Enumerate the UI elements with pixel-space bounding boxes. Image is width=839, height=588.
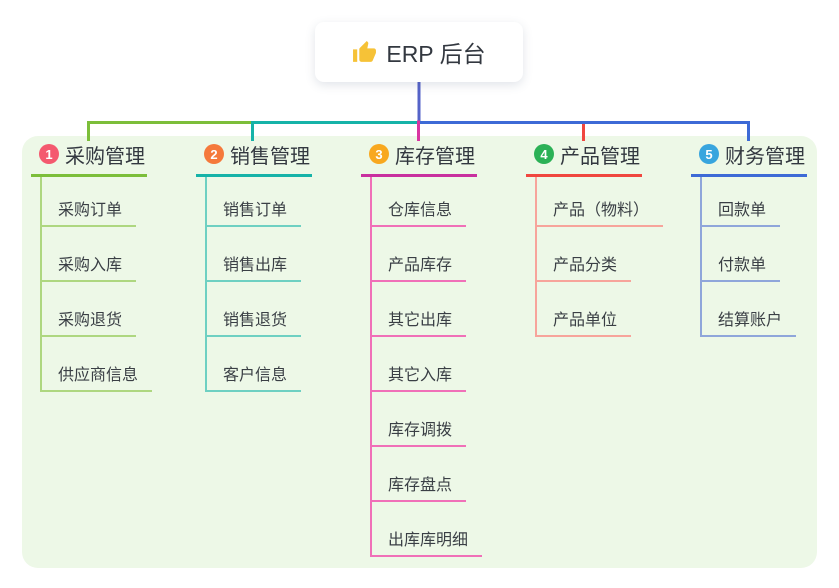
mindmap-child-node[interactable]: 产品库存	[372, 251, 467, 282]
child-row: 供应商信息	[42, 337, 153, 392]
branch-title: 库存管理	[395, 145, 475, 168]
child-row: 结算账户	[702, 282, 797, 337]
child-row: 产品（物料）	[537, 177, 664, 227]
branch-finance: 5 财务管理 回款单付款单结算账户	[691, 140, 839, 337]
mindmap-child-node[interactable]: 采购订单	[42, 196, 137, 227]
badge-4: 4	[534, 144, 554, 164]
badge-1: 1	[39, 144, 59, 164]
child-row: 客户信息	[207, 337, 302, 392]
mindmap-child-node[interactable]: 客户信息	[207, 361, 302, 392]
child-row: 产品库存	[372, 227, 482, 282]
branch-sales: 2 销售管理 销售订单销售出库销售退货客户信息	[196, 140, 366, 392]
mindmap-child-node[interactable]: 出库库明细	[372, 526, 483, 557]
mindmap-child-node[interactable]: 供应商信息	[42, 361, 153, 392]
branch-children: 仓库信息产品库存其它出库其它入库库存调拨库存盘点出库库明细	[370, 177, 483, 557]
canvas-panel	[22, 136, 817, 568]
mindmap-child-node[interactable]: 其它出库	[372, 306, 467, 337]
mindmap-child-node[interactable]: 产品单位	[537, 306, 632, 337]
mindmap-child-node[interactable]: 付款单	[702, 251, 781, 282]
root-node[interactable]: ERP 后台	[315, 22, 523, 82]
mindmap-child-node[interactable]: 销售退货	[207, 306, 302, 337]
branch-title: 销售管理	[230, 145, 310, 168]
child-row: 产品单位	[537, 282, 663, 337]
badge-3: 3	[369, 144, 389, 164]
child-row: 其它出库	[372, 282, 482, 337]
badge-2: 2	[204, 144, 224, 164]
root-title: ERP 后台	[386, 41, 486, 67]
child-row: 付款单	[702, 227, 796, 282]
branch-title: 采购管理	[65, 145, 145, 168]
mindmap-child-node[interactable]: 仓库信息	[372, 196, 467, 227]
branch-purchase: 1 采购管理 采购订单采购入库采购退货供应商信息	[31, 140, 201, 392]
branch-inventory: 3 库存管理 仓库信息产品库存其它出库其它入库库存调拨库存盘点出库库明细	[361, 140, 531, 557]
branch-title: 财务管理	[725, 145, 805, 168]
mindmap-child-node[interactable]: 产品（物料）	[537, 196, 664, 227]
mindmap-child-node[interactable]: 销售出库	[207, 251, 302, 282]
child-row: 库存调拨	[372, 392, 482, 447]
thumbs-up-icon	[353, 40, 377, 62]
child-row: 出库库明细	[372, 502, 483, 557]
child-row: 库存盘点	[372, 447, 482, 502]
child-row: 产品分类	[537, 227, 663, 282]
child-row: 采购入库	[42, 227, 152, 282]
branch-head-sales[interactable]: 2 销售管理	[196, 140, 312, 177]
branch-head-inventory[interactable]: 3 库存管理	[361, 140, 477, 177]
badge-5: 5	[699, 144, 719, 164]
mindmap-child-node[interactable]: 采购退货	[42, 306, 137, 337]
child-row: 仓库信息	[372, 177, 482, 227]
branch-children: 销售订单销售出库销售退货客户信息	[205, 177, 302, 392]
child-row: 采购退货	[42, 282, 152, 337]
mindmap-child-node[interactable]: 库存盘点	[372, 471, 467, 502]
branch-product: 4 产品管理 产品（物料） 产品分类产品单位	[526, 140, 696, 337]
child-row: 采购订单	[42, 177, 152, 227]
branch-head-purchase[interactable]: 1 采购管理	[31, 140, 147, 177]
branch-head-finance[interactable]: 5 财务管理	[691, 140, 807, 177]
mindmap-child-node[interactable]: 产品分类	[537, 251, 632, 282]
branch-children: 产品（物料） 产品分类产品单位	[535, 177, 664, 337]
child-row: 销售订单	[207, 177, 302, 227]
child-row: 销售出库	[207, 227, 302, 282]
mindmap-child-node[interactable]: 采购入库	[42, 251, 137, 282]
mindmap-child-node[interactable]: 其它入库	[372, 361, 467, 392]
branch-head-product[interactable]: 4 产品管理	[526, 140, 642, 177]
mindmap-child-node[interactable]: 库存调拨	[372, 416, 467, 447]
child-row: 销售退货	[207, 282, 302, 337]
child-row: 回款单	[702, 177, 796, 227]
mindmap-child-node[interactable]: 销售订单	[207, 196, 302, 227]
branch-children: 采购订单采购入库采购退货供应商信息	[40, 177, 153, 392]
child-row: 其它入库	[372, 337, 482, 392]
mindmap-child-node[interactable]: 回款单	[702, 196, 781, 227]
branch-title: 产品管理	[560, 145, 640, 168]
branch-children: 回款单付款单结算账户	[700, 177, 797, 337]
mindmap-child-node[interactable]: 结算账户	[702, 306, 797, 337]
